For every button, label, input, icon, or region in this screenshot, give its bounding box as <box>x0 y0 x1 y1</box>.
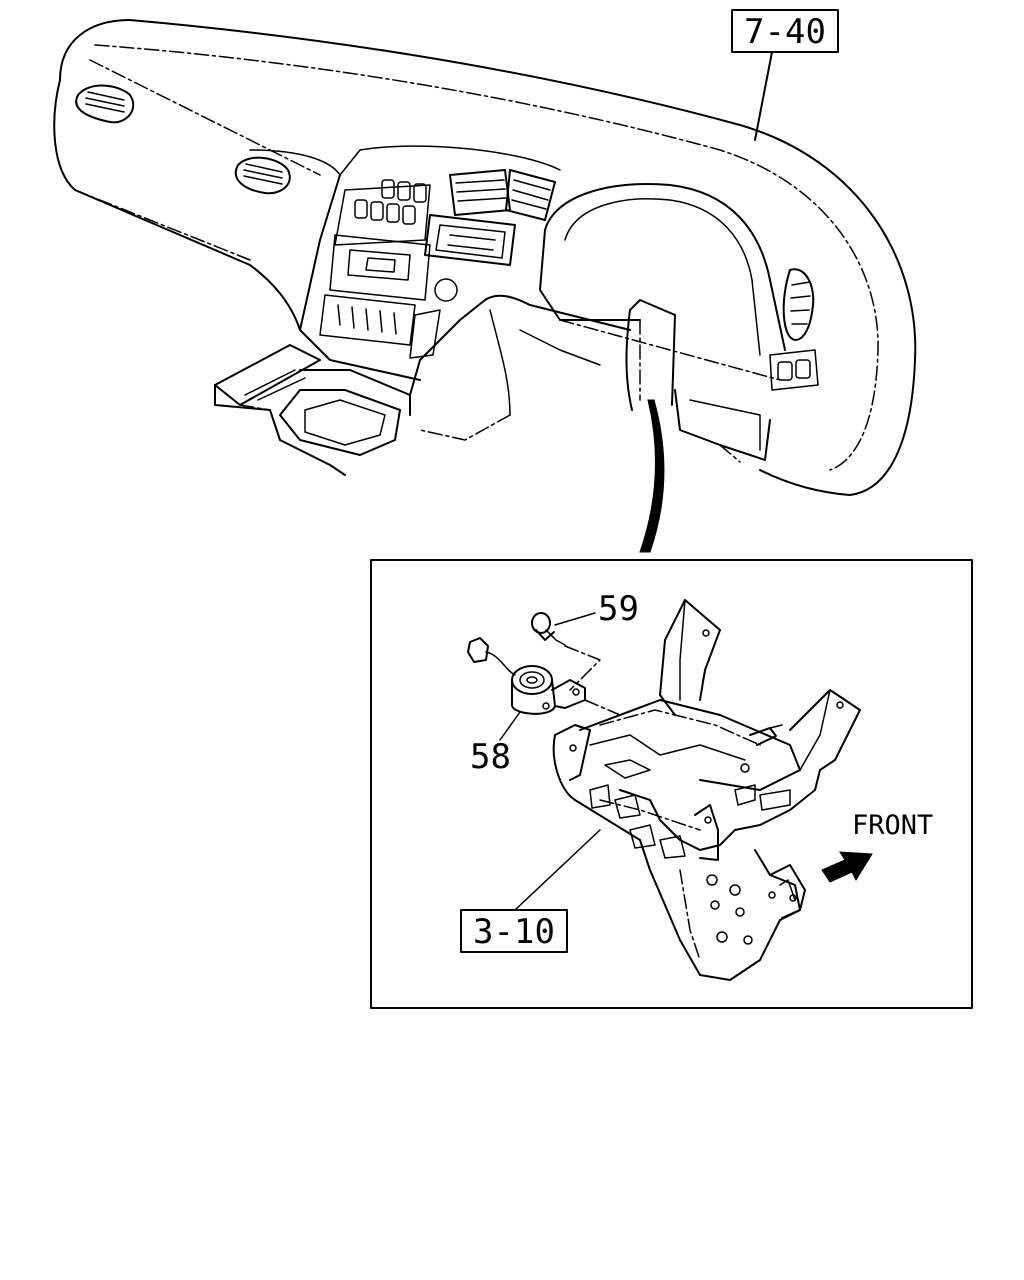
detail-frame <box>370 559 973 1009</box>
part-59-screw: 59 <box>531 589 639 646</box>
center-air-vents <box>424 169 556 266</box>
dash-frame-bracket <box>514 599 861 981</box>
callout-3-10-label: 3-10 <box>473 912 555 952</box>
instrument-panel <box>53 19 917 496</box>
meter-cluster <box>539 183 786 381</box>
front-arrow-icon <box>821 851 873 883</box>
part-58-label: 58 <box>470 737 511 777</box>
right-air-vent <box>782 268 815 341</box>
left-center-air-vent <box>235 156 291 195</box>
left-air-vent <box>75 84 135 124</box>
callout-7-40-label: 7-40 <box>744 12 826 52</box>
callout-7-40: 7-40 <box>731 9 839 141</box>
floor-console-tray <box>214 299 486 476</box>
front-direction-indicator: FRONT <box>821 810 933 883</box>
center-console <box>299 174 458 381</box>
callout-3-10: 3-10 <box>460 909 568 953</box>
part-58-sensor: 58 <box>467 637 586 777</box>
detail-leader-line <box>639 399 665 553</box>
right-switches <box>769 349 819 391</box>
part-59-label: 59 <box>598 589 639 629</box>
front-label: FRONT <box>852 810 933 841</box>
